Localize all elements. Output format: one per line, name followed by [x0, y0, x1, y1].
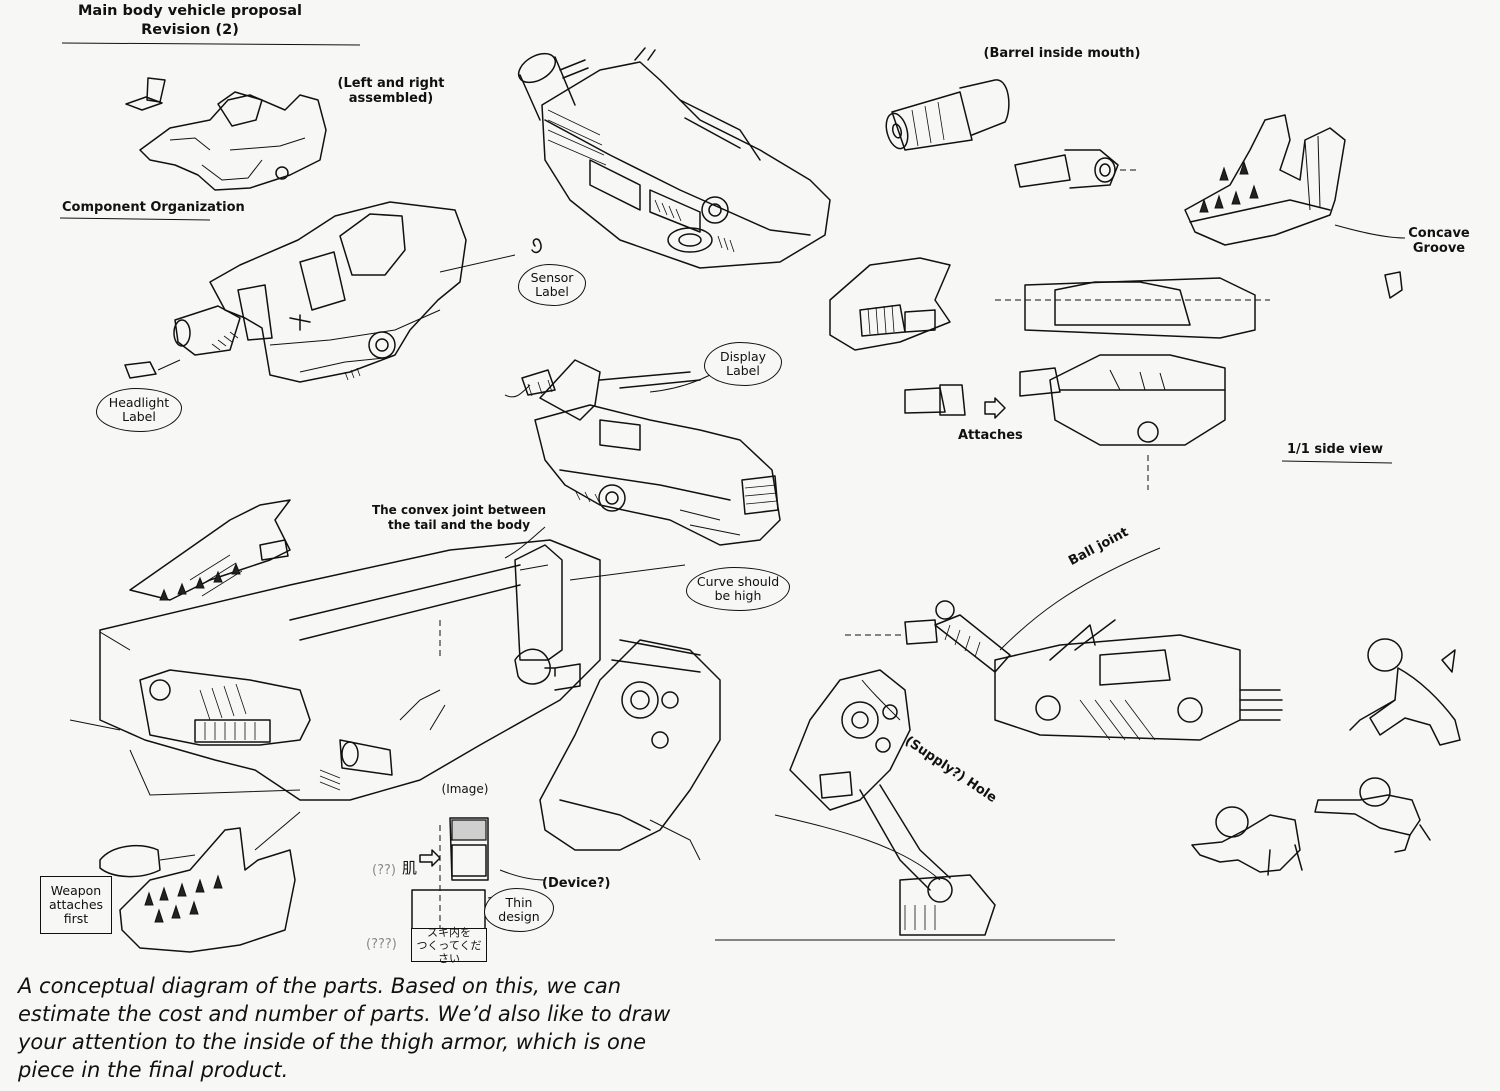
exploded-body-sketch	[124, 201, 542, 383]
claw-foot-sketch	[99, 827, 296, 953]
image-label: (Image)	[441, 782, 489, 796]
component-organization-label: Component Organization	[62, 200, 245, 215]
thin-design-callout: Thin design	[484, 888, 554, 932]
kanji-label: 肌	[402, 859, 418, 877]
weapon-attaches-box: Weapon attaches first	[40, 876, 112, 934]
headlight-label-callout: Headlight Label	[96, 388, 182, 432]
tail-fin-sketch	[129, 499, 291, 601]
leg-joint-sketch	[715, 669, 1115, 941]
diagram-caption: A conceptual diagram of the parts. Based…	[18, 974, 671, 1082]
japanese-note-box: スキ内を つくってください	[411, 926, 487, 965]
title-line-2: Revision (2)	[141, 22, 239, 38]
sheet-title: Main body vehicle proposal Revision (2)	[60, 2, 320, 40]
concave-groove-label: Concave Groove	[1408, 226, 1470, 256]
unknown2-label: (??)	[372, 863, 396, 878]
curve-high-callout: Curve should be high	[686, 567, 790, 611]
barrel-sketch	[885, 79, 1140, 189]
claw-jaw-sketch	[1184, 114, 1406, 299]
upper-pod-sketch	[517, 47, 831, 269]
side-view-label: 1/1 side view	[1287, 442, 1383, 457]
attaches-label: Attaches	[958, 428, 1023, 443]
thigh-armor-sketch	[99, 539, 601, 801]
title-line-1: Main body vehicle proposal	[77, 3, 303, 19]
convex-joint-label: The convex joint between the tail and th…	[371, 503, 547, 532]
cross-section-sketch	[411, 817, 546, 961]
left-right-assembled-label: (Left and right assembled)	[337, 76, 445, 106]
assembled-vehicle-sketch	[125, 77, 327, 191]
leader-lines	[69, 374, 1161, 851]
side-view-part-sketch	[829, 257, 1270, 490]
display-label-callout: Display Label	[704, 342, 782, 386]
barrel-inside-mouth-label: (Barrel inside mouth)	[983, 46, 1141, 61]
sensor-label-callout: Sensor Label	[518, 264, 586, 306]
forearm-sketch	[539, 639, 721, 861]
unknown3-label: (???)	[366, 937, 397, 952]
side-assembly-sketch	[845, 600, 1283, 741]
device-label: (Device?)	[542, 876, 611, 891]
mid-body-sketch	[521, 359, 781, 546]
pilot-figures-sketch	[1191, 638, 1461, 876]
